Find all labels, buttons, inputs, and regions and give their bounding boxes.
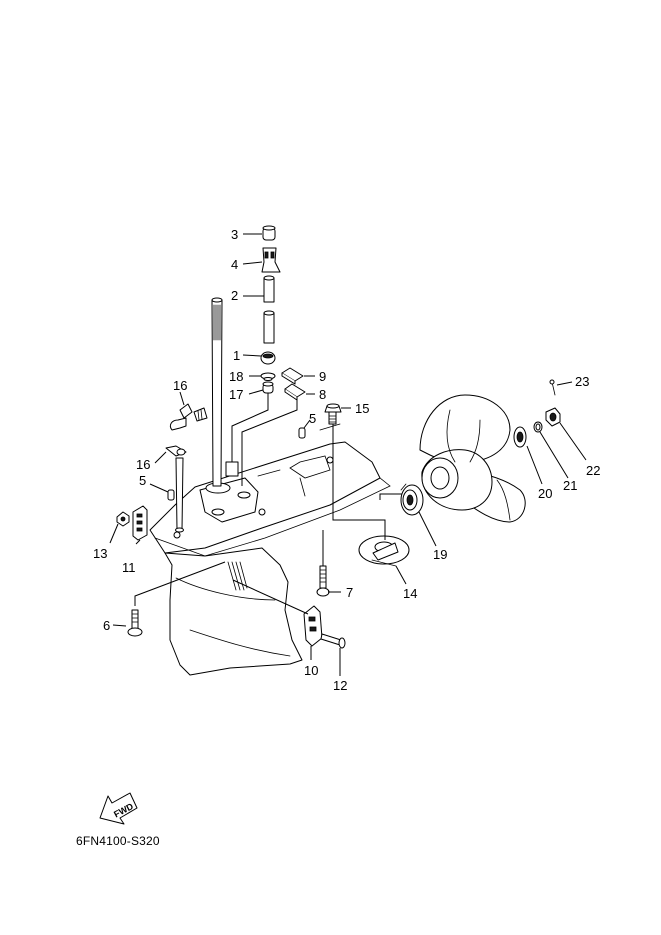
lower-casing: [149, 423, 391, 676]
callout-5a: 5: [309, 411, 316, 426]
thrust-washer-14: [358, 535, 410, 567]
dowel-pins: [167, 427, 306, 501]
callout-20: 20: [538, 486, 552, 501]
callout-22: 22: [586, 463, 600, 478]
callout-21: 21: [563, 478, 577, 493]
callout-6: 6: [103, 618, 110, 633]
callout-23: 23: [575, 374, 589, 389]
bolt-15: [324, 403, 342, 425]
drive-shaft: [211, 297, 223, 487]
callout-17: 17: [229, 387, 243, 402]
callout-14: 14: [403, 586, 417, 601]
callout-10: 10: [304, 663, 318, 678]
callout-5b: 5: [139, 473, 146, 488]
shift-rod-parts: [260, 225, 281, 394]
callout-18: 18: [229, 369, 243, 384]
callout-19: 19: [433, 547, 447, 562]
spacer-19: [400, 483, 424, 516]
callout-8: 8: [319, 387, 326, 402]
callout-15: 15: [355, 401, 369, 416]
callout-7: 7: [346, 585, 353, 600]
water-hose: [165, 403, 208, 533]
prop-hardware: [513, 379, 561, 448]
fwd-arrow: FWD: [99, 792, 138, 825]
callout-16a: 16: [173, 378, 187, 393]
callout-13: 13: [93, 546, 107, 561]
callout-11: 11: [122, 560, 136, 575]
callout-9: 9: [319, 369, 326, 384]
callout-labels: 1 2 3 4 5 5 6 7 8 9 10 11 12 13 14 15 16…: [93, 227, 600, 693]
bolts-6-7: [127, 565, 330, 637]
callout-3: 3: [231, 227, 238, 242]
leader-lines: [109, 233, 587, 676]
anode-10-screw-12: [303, 605, 346, 649]
callout-12: 12: [333, 678, 347, 693]
seal-strips: [281, 367, 306, 401]
callout-2: 2: [231, 288, 238, 303]
anode-11-nut-13: [116, 505, 148, 541]
propeller: [419, 394, 526, 523]
callout-4: 4: [231, 257, 238, 272]
callout-16b: 16: [136, 457, 150, 472]
diagram-code: 6FN4100-S320: [76, 834, 160, 848]
callout-1: 1: [233, 348, 240, 363]
